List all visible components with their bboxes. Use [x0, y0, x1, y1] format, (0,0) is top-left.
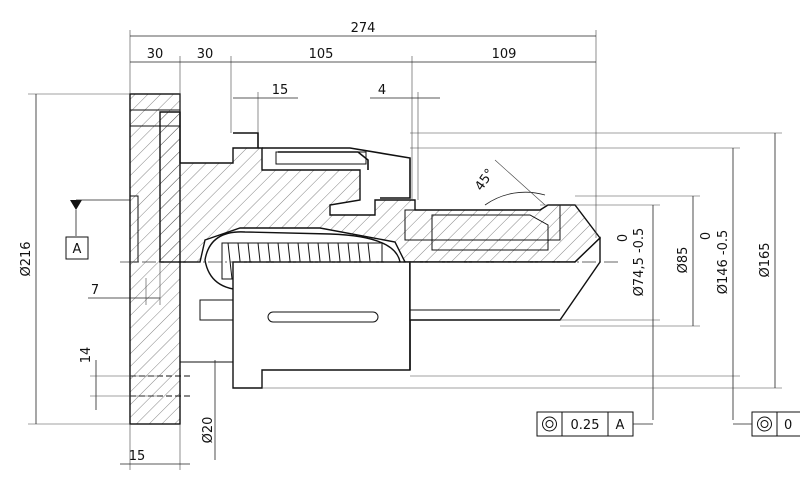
dim-bolt-counterbore: 14 — [79, 347, 94, 364]
top-dimensions: 274 30 30 105 109 15 4 45° — [129, 21, 597, 238]
fcf-2: 0 — [733, 411, 800, 437]
dim-nose-length: 109 — [492, 47, 517, 62]
dim-flange-step: 7 — [91, 283, 99, 298]
left-dimensions: Ø216 A 7 14 15 Ø20 — [19, 93, 216, 470]
datum-label: A — [73, 242, 82, 257]
dim-165: Ø165 — [758, 242, 773, 277]
dim-146: Ø146 -0.5 — [716, 230, 731, 295]
part-section — [129, 93, 601, 425]
dim-gap: 4 — [378, 83, 386, 98]
dim-body-length: 105 — [309, 47, 334, 62]
dim-groove-width: 15 — [272, 83, 289, 98]
dim-neck-length: 30 — [197, 47, 214, 62]
fcf-1: 0.25 A — [536, 411, 653, 437]
dim-bolt-hole-dia: Ø20 — [201, 417, 216, 444]
dim-74-tol-upper: 0 — [616, 234, 631, 242]
fcf-1-datum: A — [616, 418, 625, 433]
concentricity-icon — [542, 416, 557, 432]
dim-85: Ø85 — [676, 247, 691, 274]
dim-74: Ø74,5 -0.5 — [632, 228, 647, 297]
fcf-2-tolerance: 0 — [784, 418, 792, 433]
dim-146-tol-upper: 0 — [699, 232, 714, 240]
dim-overall-length: 274 — [351, 21, 376, 36]
dim-flange-offset: 15 — [129, 449, 146, 464]
fcf-1-tolerance: 0.25 — [571, 418, 600, 433]
lower-housing — [232, 261, 411, 389]
right-dimensions: 0 Ø74,5 -0.5 Ø85 0 Ø146 -0.5 Ø165 — [262, 132, 782, 420]
concentricity-icon — [757, 416, 772, 432]
datum-a: A — [65, 199, 130, 260]
dim-chamfer-angle: 45° — [472, 166, 498, 193]
dim-flange-diameter: Ø216 — [19, 241, 34, 276]
dim-flange-thickness: 30 — [147, 47, 164, 62]
